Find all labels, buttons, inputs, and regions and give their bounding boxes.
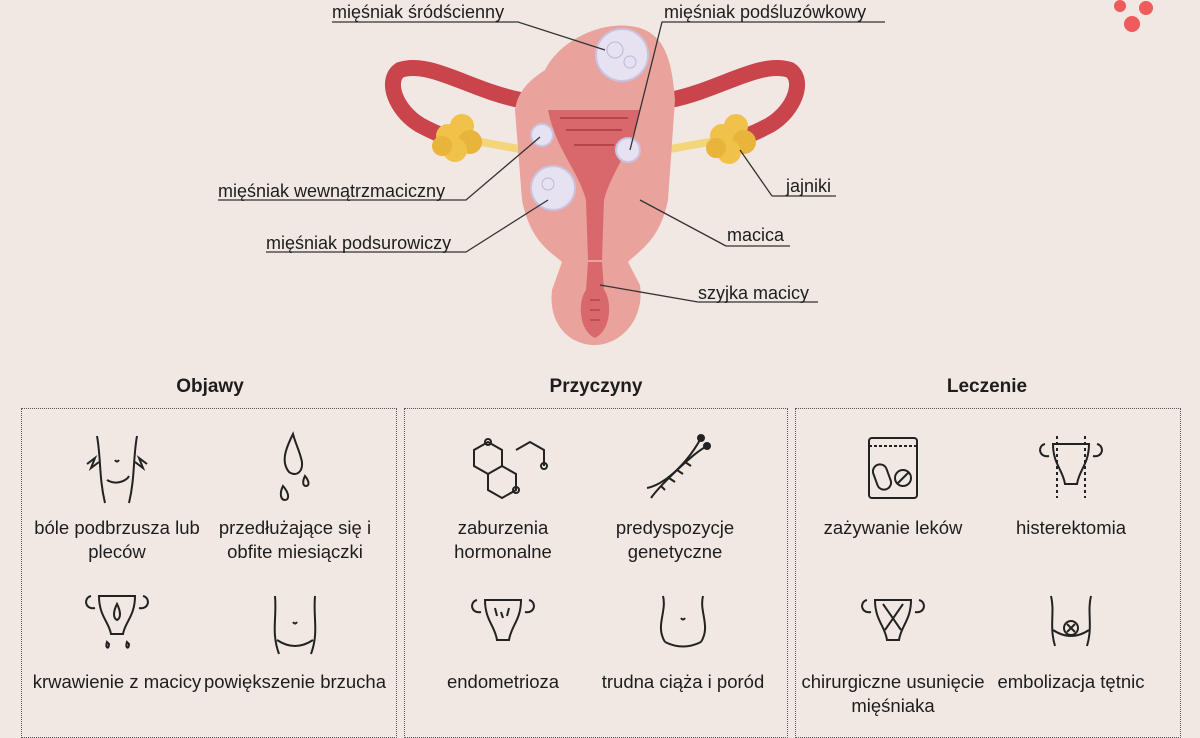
label-cervix: szyjka macicy — [698, 283, 810, 303]
uterus-diagram — [218, 21, 885, 346]
dna-icon — [646, 434, 711, 499]
caption-surgical-removal: chirurgiczne usunięcie mięśniaka — [801, 671, 985, 716]
cause-hormonal: zaburzenia hormonalne — [408, 428, 598, 562]
symptom-abdominal-pain: bóle podbrzusza lub pleców — [22, 428, 212, 562]
fibroid-submucosal — [615, 137, 641, 163]
label-uterus: macica — [727, 225, 785, 245]
pills-bag-icon — [868, 437, 918, 499]
label-intramural-fibroid: mięśniak śródścienny — [332, 2, 505, 22]
caption-uterine-bleeding: krwawienie z macicy — [32, 671, 202, 692]
label-ovaries: jajniki — [786, 176, 832, 196]
endometriosis-uterus-icon — [471, 599, 535, 641]
cause-endometriosis: endometrioza — [408, 582, 598, 692]
fibroid-intramural — [595, 28, 649, 82]
caption-embolization: embolizacja tętnic — [997, 671, 1145, 692]
surgical-removal-icon — [861, 599, 925, 641]
caption-belly-enlargement: powiększenie brzucha — [203, 671, 387, 692]
caption-medication: zażywanie leków — [823, 517, 963, 538]
caption-abdominal-pain: bóle podbrzusza lub pleców — [34, 517, 200, 562]
abdominal-pain-icon — [86, 435, 148, 504]
symptom-belly-enlargement: powiększenie brzucha — [200, 582, 390, 692]
section-title-symptoms: Objawy — [176, 376, 244, 397]
caption-hysterectomy: histerektomia — [1015, 517, 1126, 538]
caption-genetic: predyspozycje genetyczne — [615, 517, 735, 562]
ovary-right — [706, 114, 756, 164]
fibroid-subserosal — [530, 165, 576, 211]
uterus-bleeding-icon — [85, 595, 149, 649]
hysterectomy-icon — [1039, 436, 1103, 498]
symptom-heavy-periods: przedłużające się i obfite miesiączki — [200, 428, 390, 562]
symptom-uterine-bleeding: krwawienie z macicy — [22, 582, 212, 692]
belly-enlargement-icon — [273, 595, 317, 655]
treatment-embolization: embolizacja tętnic — [976, 582, 1166, 692]
label-intracavitary-fibroid: mięśniak wewnątrzmaciczny — [218, 181, 446, 201]
drops-icon — [279, 431, 310, 502]
caption-hormonal: zaburzenia hormonalne — [454, 517, 552, 562]
pregnant-belly-icon — [660, 595, 706, 648]
label-submucosal-fibroid: mięśniak podśluzówkowy — [664, 2, 867, 22]
treatment-surgical-removal: chirurgiczne usunięcie mięśniaka — [798, 582, 988, 716]
ovary-left — [432, 114, 482, 162]
hormone-molecule-icon — [473, 438, 548, 500]
embolization-icon — [1050, 595, 1092, 647]
cause-genetic: predyspozycje genetyczne — [580, 428, 770, 562]
brand-logo — [1114, 0, 1153, 32]
cause-difficult-pregnancy: trudna ciąża i poród — [588, 582, 778, 692]
caption-endometriosis: endometrioza — [446, 671, 560, 692]
treatment-hysterectomy: histerektomia — [976, 428, 1166, 538]
section-title-treatment: Leczenie — [946, 376, 1028, 397]
treatment-medication: zażywanie leków — [798, 428, 988, 538]
caption-difficult-pregnancy: trudna ciąża i poród — [601, 671, 765, 692]
section-title-causes: Przyczyny — [549, 376, 643, 397]
label-subserosal-fibroid: mięśniak podsurowiczy — [266, 233, 452, 253]
caption-heavy-periods: przedłużające się i obfite miesiączki — [218, 517, 372, 562]
